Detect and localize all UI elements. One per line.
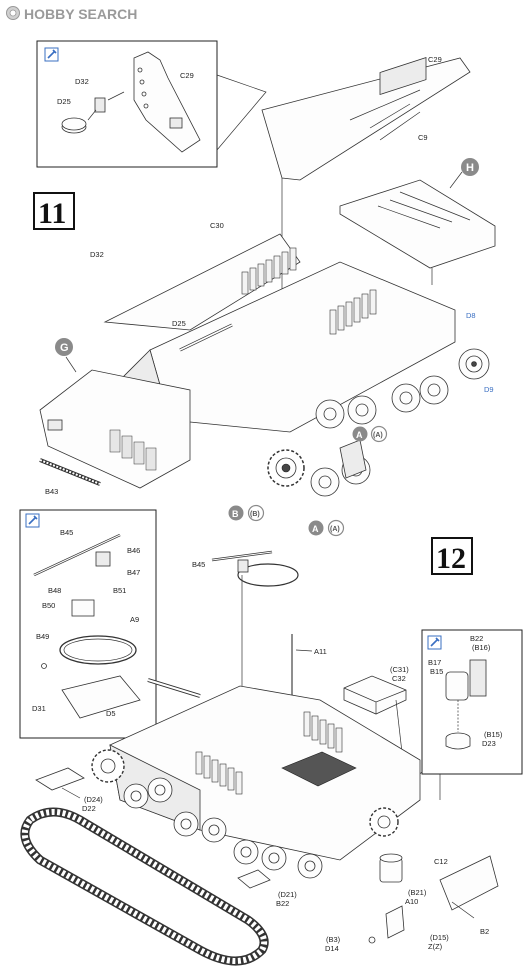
label-c12: B2 (480, 927, 489, 936)
label-b43: B43 (45, 487, 58, 496)
label-b48: B48 (48, 586, 61, 595)
label-b45: B45 (192, 560, 205, 569)
tweezer-glue-icon (47, 49, 57, 59)
fender-d23 (35, 767, 85, 799)
detail-inset-right (421, 629, 523, 775)
svg-text:G: G (60, 342, 69, 354)
label-b22: (B21) (408, 888, 427, 897)
label-c31-paren: (C31) (390, 665, 409, 674)
fender-d22 (237, 869, 271, 889)
label-d14: (D15) (430, 933, 449, 942)
label-b49: B49 (36, 632, 49, 641)
label-b15: (B15) (484, 730, 503, 739)
label-b21-paren-inset: B22 (470, 634, 483, 643)
label-b2: (B3) (326, 935, 341, 944)
label-b50: B50 (42, 601, 55, 610)
label-b: B (232, 509, 239, 519)
label-d25: D25 (172, 319, 186, 328)
label-d21-paren: B22 (276, 899, 289, 908)
label-a10: C12 (434, 857, 448, 866)
cylinder-b22 (379, 853, 403, 883)
label-d5: D5 (106, 709, 116, 718)
box-c32 (343, 675, 407, 771)
detail-inset-top (36, 40, 267, 168)
part-callouts-11 (228, 425, 388, 537)
hobby-search-logo: HOBBY SEARCH (6, 6, 137, 22)
mg-ring-12 (211, 550, 299, 690)
label-b51: B51 (113, 586, 126, 595)
label-d23: (D24) (84, 795, 103, 804)
label-d25-inset: D25 (57, 97, 71, 106)
callout-g: G (55, 338, 77, 373)
bogie-assemblies-11 (310, 375, 449, 497)
label-b22-inset: (B16) (472, 643, 491, 652)
bracket-b2 (368, 905, 405, 944)
track-loop (20, 807, 269, 966)
label-a-paren-2: (A) (330, 526, 340, 533)
rear-plate-a10 (439, 855, 499, 919)
drive-sprocket-11 (267, 449, 305, 487)
label-b46: B46 (127, 546, 140, 555)
label-d24-paren: D22 (82, 804, 96, 813)
label-c32: C32 (392, 674, 406, 683)
label-a-2: A (312, 524, 319, 534)
label-b15-paren: D23 (482, 739, 496, 748)
label-d22: (D21) (278, 890, 297, 899)
label-a-1: A (356, 430, 363, 440)
label-c29: C29 (428, 55, 442, 64)
label-a11: A11 (314, 647, 327, 656)
label-b3-paren: D14 (325, 944, 339, 953)
label-d32: D32 (90, 250, 104, 259)
label-b16-paren: B17 (428, 658, 441, 667)
label-b17: B15 (430, 667, 443, 676)
label-b-paren: (B) (250, 511, 260, 518)
label-c29-inset: C29 (180, 71, 194, 80)
detail-inset-mg-ring (19, 509, 157, 739)
step-12-marker: 12 (431, 537, 473, 575)
label-d32-inset: D32 (75, 77, 89, 86)
tweezer-glue-icon (28, 515, 38, 525)
label-d15-paren: Z(Z) (428, 942, 443, 951)
callout-h: H (466, 162, 474, 174)
tweezer-glue-icon (430, 637, 440, 647)
label-b21-paren: A10 (405, 897, 418, 906)
idler-wheel (458, 348, 490, 380)
track-strip-b43 (39, 458, 101, 486)
label-d31: D31 (32, 704, 46, 713)
step-12-number: 12 (436, 542, 466, 575)
step-11-marker: 11 (33, 192, 75, 230)
label-b45-inset: B45 (60, 528, 73, 537)
label-d8: D8 (466, 311, 476, 320)
step-11-number: 11 (38, 197, 66, 230)
logo-text: HOBBY SEARCH (24, 6, 137, 22)
label-a-paren-1: (A) (373, 432, 383, 439)
label-d9: D9 (484, 385, 494, 394)
hull-step-11 (39, 233, 456, 489)
label-a9: A9 (130, 615, 139, 624)
label-b47: B47 (127, 568, 140, 577)
road-wheels-12 (91, 749, 399, 879)
label-c9: C9 (418, 133, 428, 142)
label-c30: C30 (210, 221, 224, 230)
engine-deck-h: H (339, 57, 496, 285)
